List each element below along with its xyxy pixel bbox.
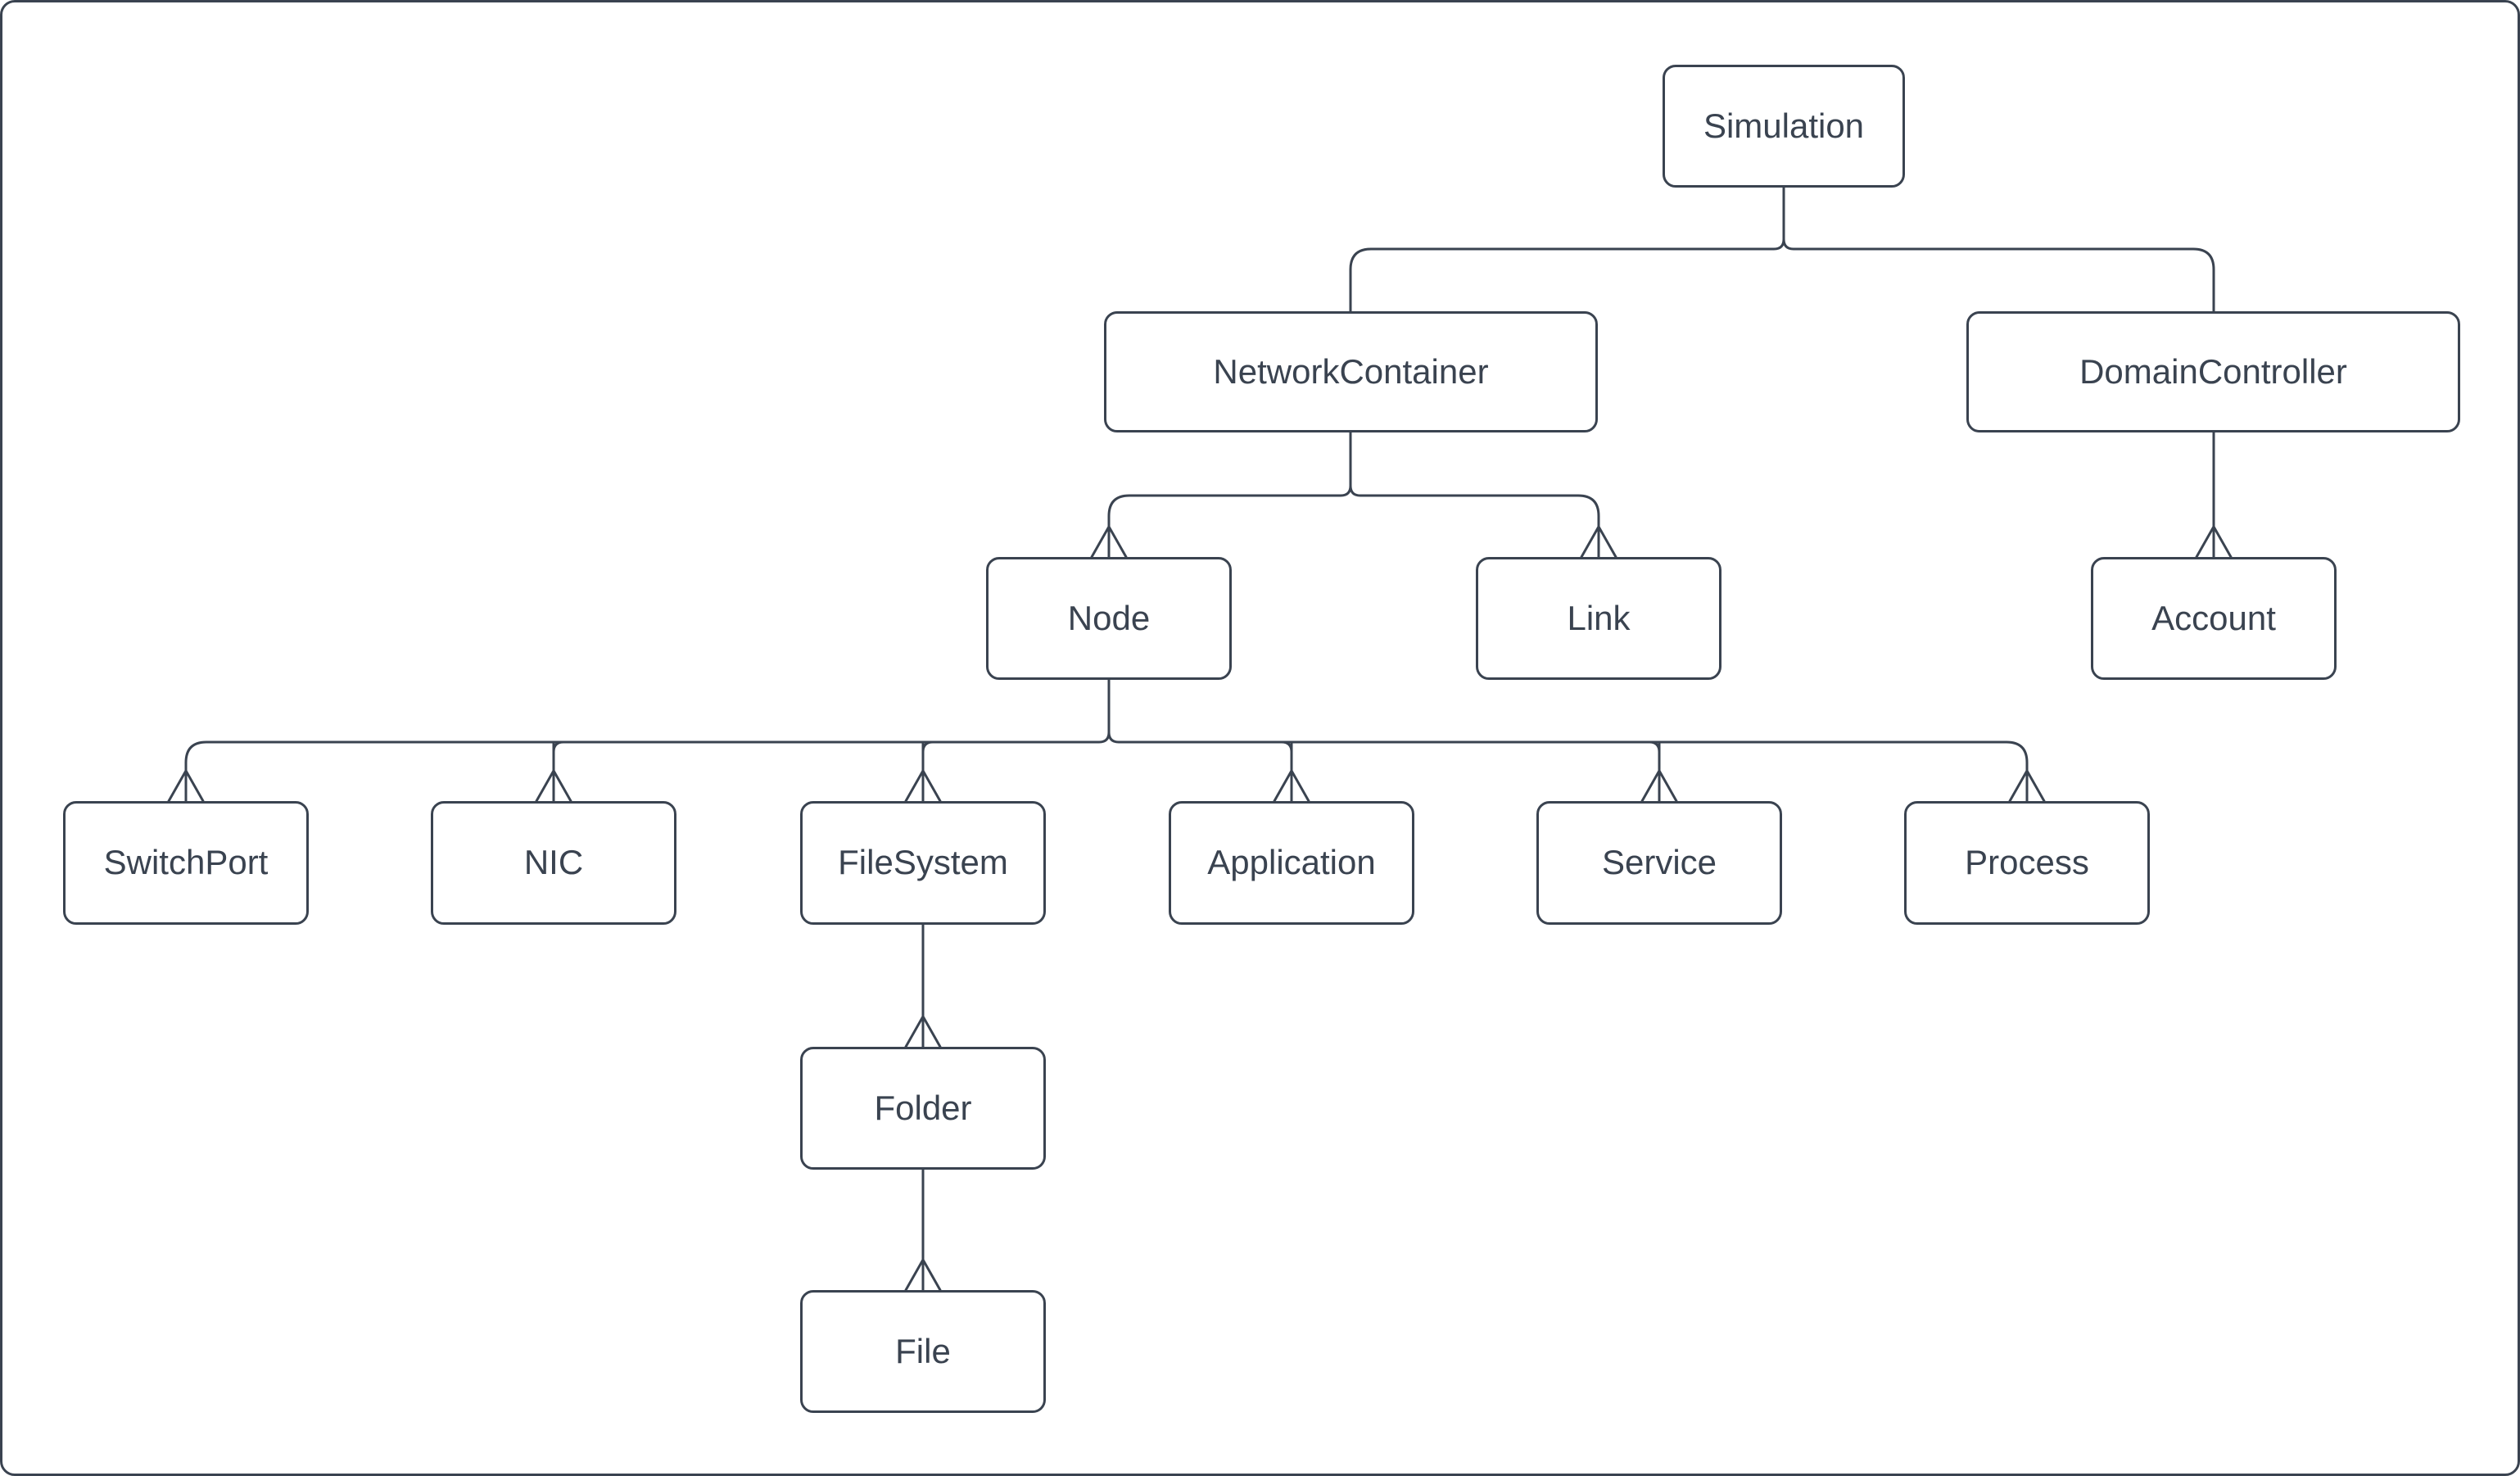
node-label-service: Service [1601, 843, 1717, 882]
node-label-process: Process [1965, 843, 2089, 882]
node-label-network-container: NetworkContainer [1213, 351, 1489, 391]
diagram-node-network-container[interactable]: NetworkContainer [1104, 311, 1598, 432]
node-label-link: Link [1567, 598, 1631, 637]
node-label-domain-controller: DomainController [2079, 351, 2347, 391]
diagram-node-link[interactable]: Link [1476, 557, 1721, 680]
node-label-file: File [895, 1331, 951, 1370]
diagram-node-folder[interactable]: Folder [800, 1047, 1046, 1170]
diagram-node-service[interactable]: Service [1536, 801, 1782, 925]
diagram-node-process[interactable]: Process [1904, 801, 2150, 925]
diagram-node-node[interactable]: Node [986, 557, 1232, 680]
inheritance-arrowhead-icons [167, 525, 2233, 1292]
diagram-node-domain-controller[interactable]: DomainController [1966, 311, 2460, 432]
node-label-node: Node [1067, 598, 1151, 637]
node-label-simulation: Simulation [1703, 106, 1865, 145]
diagram-node-nic[interactable]: NIC [431, 801, 676, 925]
diagram-node-switch-port[interactable]: SwitchPort [63, 801, 309, 925]
edge-node-branch [184, 678, 2029, 803]
diagram-node-simulation[interactable]: Simulation [1663, 65, 1905, 188]
edge-networkcontainer-branch [1107, 431, 1600, 559]
diagram-node-file[interactable]: File [800, 1290, 1046, 1413]
node-label-file-system: FileSystem [838, 843, 1008, 882]
node-label-nic: NIC [523, 843, 584, 882]
node-label-switch-port: SwitchPort [103, 843, 269, 882]
edge-simulation-branch [1349, 186, 2215, 313]
node-label-folder: Folder [874, 1088, 972, 1127]
node-label-application: Application [1207, 843, 1376, 882]
diagram-node-account[interactable]: Account [2091, 557, 2337, 680]
diagram-node-file-system[interactable]: FileSystem [800, 801, 1046, 925]
diagram-node-application[interactable]: Application [1169, 801, 1414, 925]
node-label-account: Account [2151, 598, 2276, 637]
